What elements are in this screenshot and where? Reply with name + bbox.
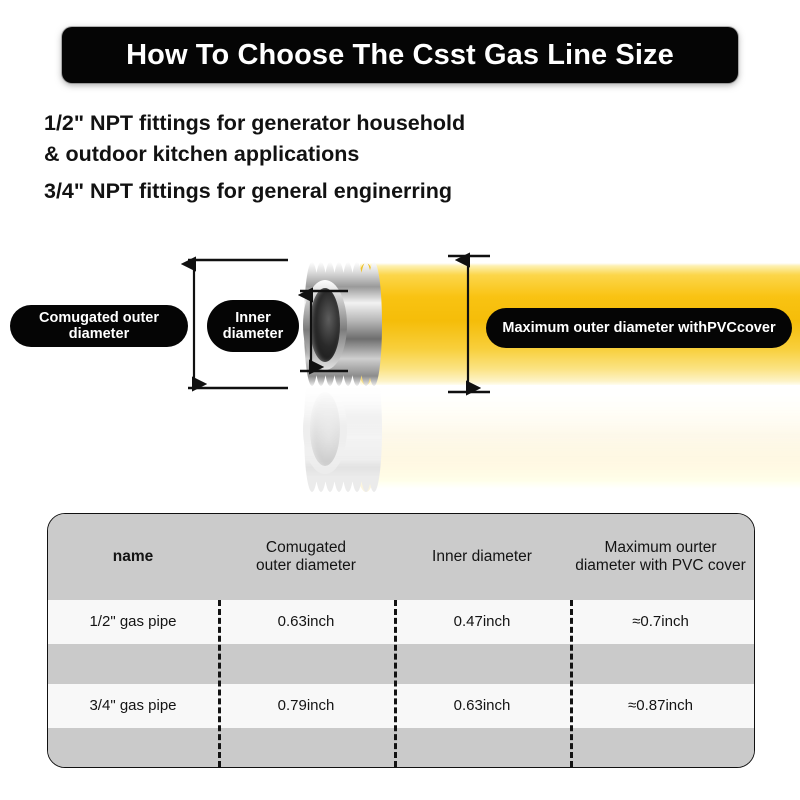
callout-corrugated-outer-diameter: Comugated outer diameter [10,305,188,347]
callout-corrugated-label: Comugated outer diameter [38,309,160,342]
subtitle-block: 1/2" NPT fittings for generator househol… [44,108,644,207]
cell-maximum-outer-diameter: ≈0.7inch [632,613,689,631]
cell-corrugated-outer-diameter: 0.79inch [277,697,335,715]
spec-table: name Comugated outer diameter Inner diam… [47,513,755,768]
callout-maximum-outer-diameter: Maximum outer diameter with PVC cover [486,308,792,348]
page-title-bar: How To Choose The Csst Gas Line Size [62,27,738,83]
callout-max-pvc: PVC [707,319,737,336]
table-footer-stripe [48,728,754,767]
callout-inner-label-line1: Inner [235,309,271,326]
table-row-divider [48,644,754,684]
column-header-max-line1: Maximum ourter [604,538,717,556]
subtitle-line-3: 3/4" NPT fittings for general enginerrin… [44,179,452,203]
npt-threaded-fitting [303,262,382,386]
cell-maximum-outer-diameter: ≈0.87inch [628,697,693,715]
column-separator [394,600,397,767]
reflection-tube [360,387,800,492]
table-header-row: name Comugated outer diameter Inner diam… [48,514,754,600]
callout-max-suffix: cover [736,319,776,336]
cell-name: 1/2" gas pipe [89,613,177,631]
table-row: 3/4" gas pipe 0.79inch 0.63inch ≈0.87inc… [48,684,754,728]
cell-corrugated-outer-diameter: 0.63inch [277,613,335,631]
column-separator [570,600,573,767]
cell-inner-diameter: 0.63inch [453,697,511,715]
product-diagram [0,230,800,500]
page-title: How To Choose The Csst Gas Line Size [126,38,674,71]
column-header-max-line2: diameter with PVC cover [575,557,746,574]
subtitle-line-2: & outdoor kitchen applications [44,142,360,166]
callout-max-prefix: Maximum outer diameter with [502,319,708,336]
column-header-maximum-outer-diameter: Maximum ourter diameter with PVC cover [570,514,751,600]
product-reflection [0,387,800,492]
subtitle-line-1: 1/2" NPT fittings for generator househol… [44,111,466,135]
fitting-bore-opening [310,288,340,362]
cell-name: 3/4" gas pipe [89,697,177,715]
column-header-corrugated-line2: outer diameter [256,557,356,574]
table-row: 1/2" gas pipe 0.63inch 0.47inch ≈0.7inch [48,600,754,644]
column-separator [218,600,221,767]
column-header-inner-diameter: Inner diameter [432,547,532,565]
column-header-corrugated-outer-diameter: Comugated outer diameter [218,514,394,600]
callout-inner-diameter: Inner diameter [207,300,299,352]
column-header-corrugated-line1: Comugated [265,538,347,556]
reflection-fitting [303,387,382,492]
thread-ring [366,262,382,386]
callout-inner-label-line2: diameter [222,326,284,342]
cell-inner-diameter: 0.47inch [453,613,511,631]
column-header-name: name [112,547,154,565]
